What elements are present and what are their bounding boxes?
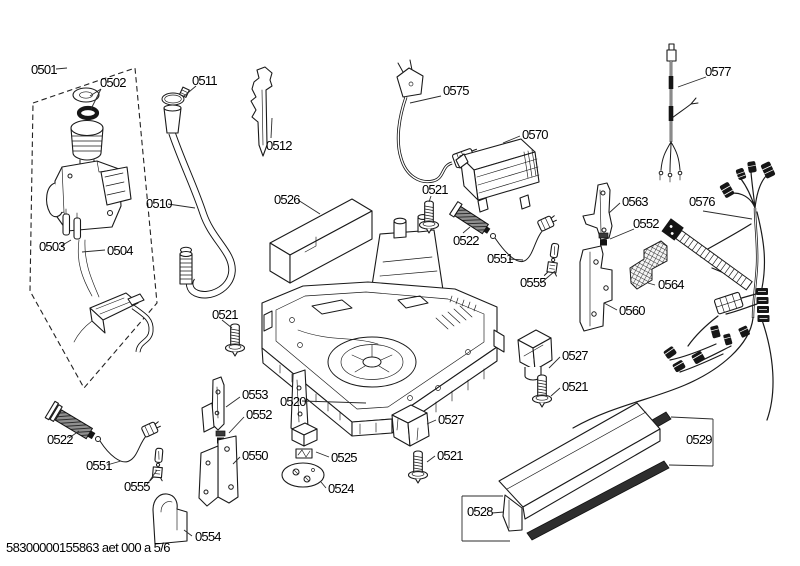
part-0501-assembly-box: [29, 67, 158, 389]
part-label-0528: 0528: [467, 504, 494, 519]
part-0577-cable: [658, 43, 699, 183]
part-label-0555-b: 0555: [124, 479, 151, 494]
part-0502-seal-rings: [72, 87, 100, 121]
part-0503-check-valve-pins: [62, 208, 82, 240]
part-label-0527-b: 0527: [438, 412, 465, 427]
part-0564-mesh-bracket: [629, 240, 668, 290]
part-label-0551-b: 0551: [86, 458, 113, 473]
part-0570-control-module: [455, 138, 540, 213]
part-label-0512: 0512: [266, 138, 293, 153]
part-label-0529: 0529: [686, 432, 713, 447]
part-label-0555-a: 0555: [520, 275, 547, 290]
part-0521-screw-left: [224, 323, 246, 357]
part-0526-insulation: [269, 198, 373, 284]
part-0527-foot-right: [517, 329, 553, 381]
part-label-0521-b: 0521: [212, 307, 239, 322]
part-0504-plate-assembly: [73, 292, 154, 353]
part-label-0552-a: 0552: [633, 216, 660, 231]
part-label-0564: 0564: [658, 277, 685, 292]
part-0525-small-box: [291, 422, 318, 459]
part-0576-wiring-harness: [572, 161, 776, 429]
part-0510-drain-hose: [163, 104, 236, 299]
part-0553-bracket: [201, 376, 225, 433]
part-label-0521-c: 0521: [562, 379, 589, 394]
doc-code: 58300000155863 aet 000 a 5/6: [6, 540, 171, 555]
part-0522-element-left: [44, 400, 96, 440]
part-0560-bracket: [579, 245, 613, 332]
part-0521-screw-bottom: [407, 450, 429, 484]
part-label-0524: 0524: [328, 481, 355, 496]
part-label-0552-b: 0552: [246, 407, 273, 422]
part-label-0551-a: 0551: [487, 251, 514, 266]
part-0522-element-mid: [449, 201, 491, 235]
part-label-0502: 0502: [100, 75, 127, 90]
part-label-0563: 0563: [622, 194, 649, 209]
part-label-0510: 0510: [146, 196, 173, 211]
part-0512-bracket: [250, 66, 273, 157]
part-label-0511: 0511: [192, 73, 218, 88]
part-0554-bracket: [152, 493, 188, 545]
part-label-0550: 0550: [242, 448, 269, 463]
part-label-0522-a: 0522: [453, 233, 480, 248]
part-label-0521-d: 0521: [437, 448, 464, 463]
part-0563-bracket: [582, 182, 613, 241]
part-label-0503: 0503: [39, 239, 66, 254]
part-0528-plinth-panel: [498, 402, 661, 532]
part-label-0575: 0575: [443, 83, 470, 98]
part-label-0553: 0553: [242, 387, 269, 402]
part-label-0570: 0570: [522, 127, 549, 142]
part-0550-bracket: [198, 435, 239, 507]
part-label-0554: 0554: [195, 529, 222, 544]
part-label-0522-b: 0522: [47, 432, 74, 447]
part-0551-cable-left: [95, 421, 161, 463]
part-0520-base-assembly: [261, 214, 505, 437]
part-0527-foot-bottom: [391, 404, 430, 447]
part-inlet-valve-body: [46, 119, 132, 298]
part-label-0527-a: 0527: [562, 348, 589, 363]
part-0524-disc-kit: [281, 462, 325, 488]
part-label-0501: 0501: [31, 62, 58, 77]
part-label-0504: 0504: [107, 243, 134, 258]
part-0511-hose-clamp: [161, 86, 190, 106]
leader-lines: [55, 67, 753, 542]
part-label-0525: 0525: [331, 450, 358, 465]
part-0551-cable-mid: [490, 215, 557, 262]
part-label-0576: 0576: [689, 194, 716, 209]
part-label-0577: 0577: [705, 64, 732, 79]
part-label-0560: 0560: [619, 303, 646, 318]
part-label-0526: 0526: [274, 192, 301, 207]
part-label-0520: 0520: [280, 394, 307, 409]
part-0555-switch-mid: [543, 242, 562, 278]
part-label-0521-a: 0521: [422, 182, 449, 197]
